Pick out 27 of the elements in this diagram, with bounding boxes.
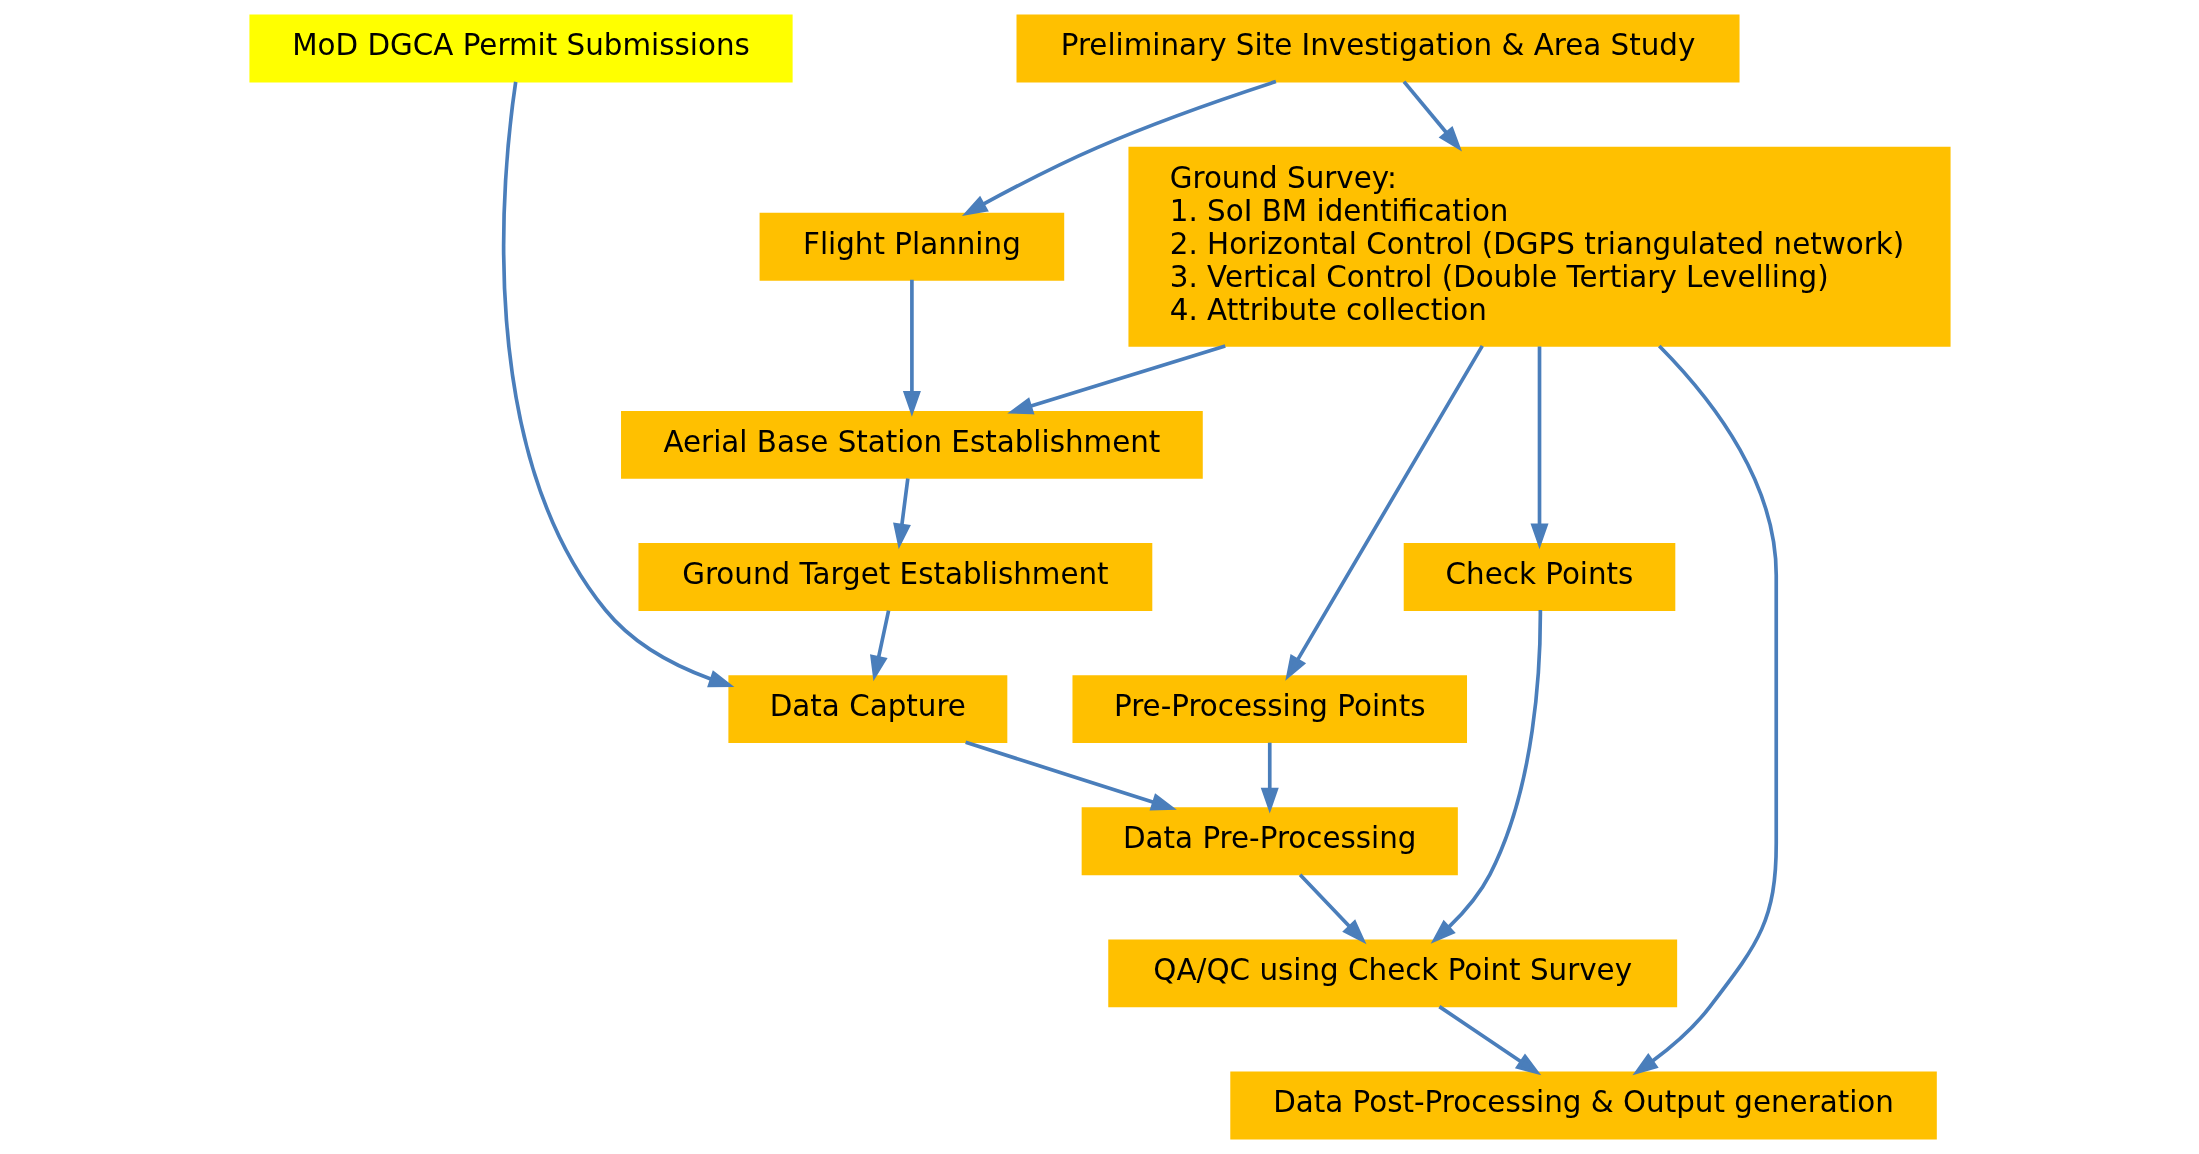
node-box: Check Points — [1403, 543, 1675, 611]
node-box: Preliminary Site Investigation & Area Study — [1016, 14, 1740, 83]
arrow — [869, 610, 890, 682]
node-box: QA/QC using Check Point Survey — [1107, 939, 1677, 1008]
arrow — [902, 279, 921, 417]
node-box: MoD DGCA Permit Submissions — [248, 14, 793, 83]
arrow — [1530, 346, 1548, 550]
node-box: Ground Target Establishment — [637, 543, 1152, 611]
node-box: Aerial Base Station Establishment — [620, 410, 1203, 479]
node-box: Data Capture — [727, 675, 1007, 744]
node-box: Data Pre-Processing — [1081, 807, 1458, 876]
arrow — [1430, 610, 1542, 944]
arrow — [1631, 344, 1778, 1076]
arrow — [1402, 80, 1462, 152]
arrow — [964, 740, 1177, 811]
node-box: Flight Planning — [759, 212, 1064, 281]
arrow — [1284, 344, 1484, 681]
arrow — [892, 478, 911, 550]
arrow — [1006, 344, 1226, 415]
node-box: Pre-Processing Points — [1071, 675, 1467, 744]
arrow — [1260, 742, 1279, 814]
arrow — [1437, 1005, 1541, 1076]
node-box: Ground Survey: 1. SoI BM identification 2. Horizontal Control (DGPS triangulated network) 3. Vertical Control (Double Tertiary Levelling) 4. Attribute collection — [1127, 146, 1951, 347]
node-box: Data Post-Processing & Output generation — [1229, 1071, 1937, 1140]
arrow — [501, 81, 734, 688]
arrow — [961, 79, 1276, 216]
arrow — [1298, 873, 1366, 945]
